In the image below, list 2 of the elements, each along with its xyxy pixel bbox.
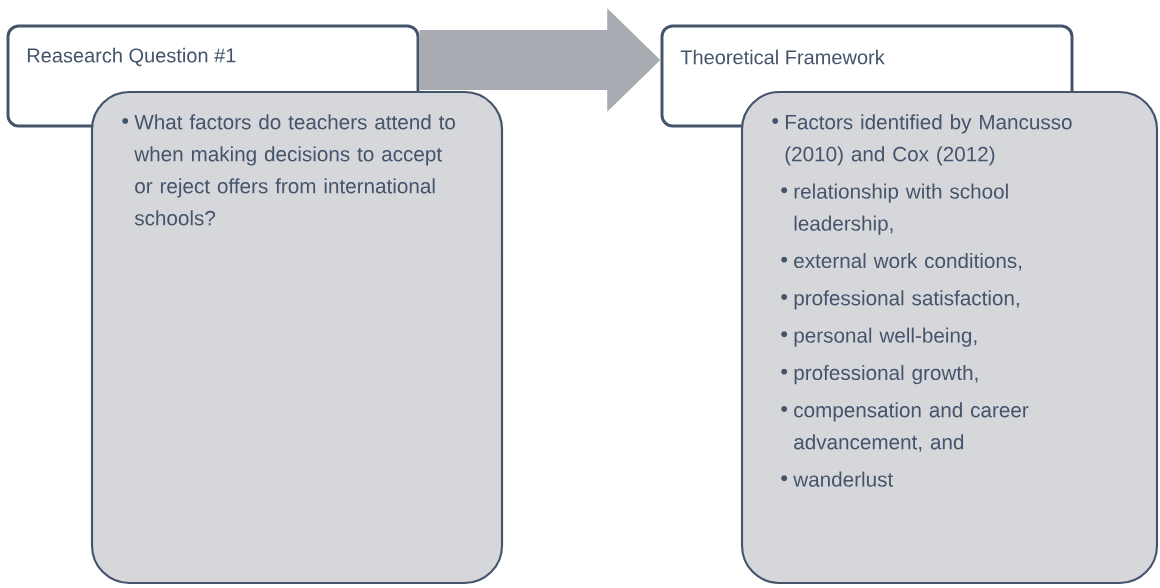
content-box: What factors do teachers attend to when making decisions to accept or reject offers from international schools? xyxy=(90,90,504,585)
content-box: Factors identified by Mancusso (2010) and Cox (2012) relationship with school leadership, external work conditions, professional satisfaction, personal well-being, professional growth, compensation and career advancement, and wanderlust xyxy=(740,90,1159,585)
